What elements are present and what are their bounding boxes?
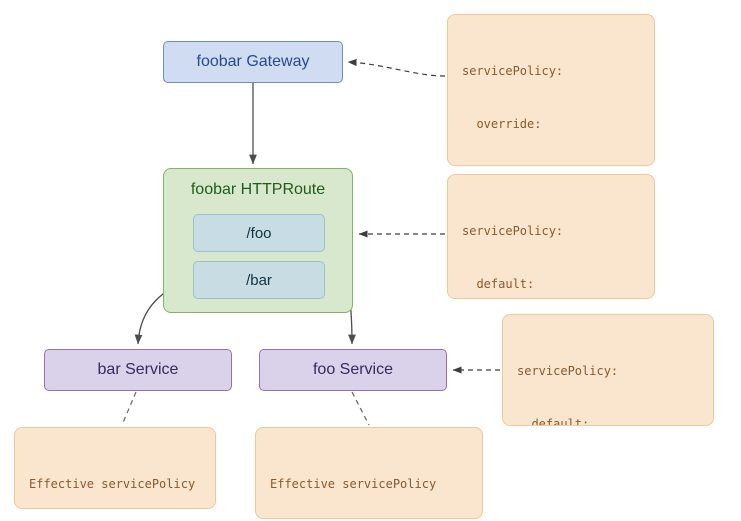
edge-gateway-policy-to-gateway	[347, 58, 446, 77]
note-line: servicePolicy:	[517, 364, 619, 378]
note-effective-policy-foo: Effective servicePolicy connectionTimeou…	[255, 427, 483, 519]
node-service-foo[interactable]: foo Service	[259, 349, 447, 391]
node-rule-foo-label: /foo	[246, 224, 272, 242]
node-service-bar-label: bar Service	[97, 361, 179, 378]
note-effective-policy-bar: Effective servicePolicy connectionTimeou…	[14, 427, 216, 509]
node-rule-bar[interactable]: /bar	[193, 261, 325, 299]
node-httproute-label: foobar HTTPRoute	[190, 181, 326, 198]
note-line: servicePolicy:	[462, 224, 564, 238]
node-service-foo-label: foo Service	[312, 361, 394, 378]
node-rule-bar-label: /bar	[246, 271, 272, 289]
note-line: override:	[462, 116, 542, 131]
edge-bar-service-to-effective-bar	[121, 391, 137, 426]
note-line: Effective servicePolicy	[29, 477, 196, 491]
node-service-bar[interactable]: bar Service	[44, 349, 232, 391]
node-gateway-label: foobar Gateway	[196, 53, 310, 70]
note-line: servicePolicy:	[462, 64, 564, 78]
note-service-policy: servicePolicy: default: sessionAffinity:…	[502, 314, 714, 426]
note-gateway-policy: servicePolicy: override: drainTimeout: 6…	[447, 14, 655, 166]
note-line: Effective servicePolicy	[270, 477, 437, 491]
note-line: default:	[462, 276, 535, 291]
node-gateway[interactable]: foobar Gateway	[163, 41, 343, 83]
note-line: default:	[517, 416, 590, 426]
edge-foo-service-to-effective-foo	[351, 391, 370, 426]
node-rule-foo[interactable]: /foo	[193, 214, 325, 252]
note-httproute-policy: servicePolicy: default: connectionTimeou…	[447, 174, 655, 299]
node-httproute-group[interactable]: foobar HTTPRoute /foo /bar	[163, 168, 353, 313]
